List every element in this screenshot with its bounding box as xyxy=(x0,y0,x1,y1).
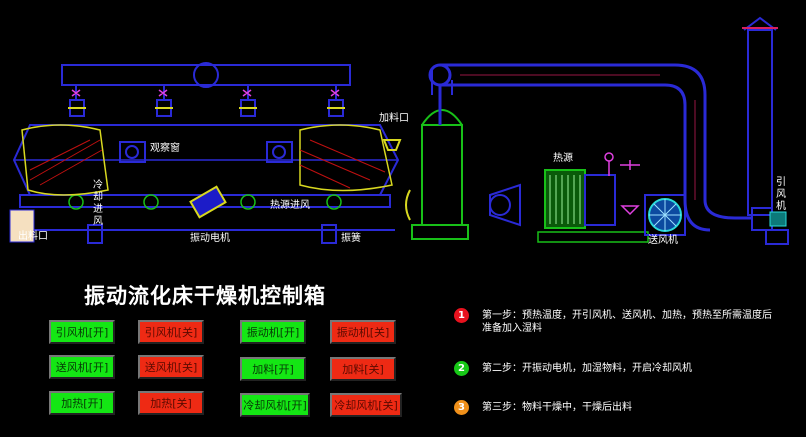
exhaust-fan-on-button[interactable]: 引风机[开] xyxy=(49,320,115,344)
feed-on-button[interactable]: 加料[开] xyxy=(240,357,306,381)
label-blower: 送风机 xyxy=(648,233,678,246)
step-1-text: 第一步：预热温度，开引风机、送风机、加热，预热至所需温度后准备加入湿料 xyxy=(482,310,772,334)
label-cool-inlet-2: 却 xyxy=(93,191,103,203)
label-outlet: 出料口 xyxy=(18,229,48,242)
step-2-text: 第二步：开振动电机，加湿物料，开启冷却风机 xyxy=(482,363,692,374)
exhaust-fan-off-button[interactable]: 引风机[关] xyxy=(138,320,204,344)
label-cool-inlet-3: 进 xyxy=(93,203,103,215)
vibration-motor xyxy=(189,185,227,219)
step-2-badge: 2 xyxy=(454,361,469,376)
label-exhaust-fan-2: 风 xyxy=(776,188,786,200)
heat-exchanger xyxy=(489,169,649,243)
label-spring: 振簧 xyxy=(341,231,361,244)
label-cool-inlet-4: 风 xyxy=(93,215,103,227)
label-feed: 加料口 xyxy=(379,111,409,124)
outlet-hopper xyxy=(9,209,35,243)
blower-fan xyxy=(644,194,686,236)
step-1-badge: 1 xyxy=(454,308,469,323)
cooling-fan-on-button[interactable]: 冷却风机[开] xyxy=(240,393,310,417)
heater-on-button[interactable]: 加热[开] xyxy=(49,391,115,415)
label-motor: 振动电机 xyxy=(190,231,230,244)
feed-hopper xyxy=(382,139,402,151)
cooling-fan-off-button[interactable]: 冷却风机[关] xyxy=(330,393,402,417)
top-manifold xyxy=(61,62,351,117)
blower-off-button[interactable]: 送风机[关] xyxy=(138,355,204,379)
feed-off-button[interactable]: 加料[关] xyxy=(330,357,396,381)
hoods xyxy=(21,124,393,196)
duct-shading xyxy=(460,74,696,200)
label-heat-inlet: 热源进风 xyxy=(270,198,310,211)
dryer-process-diagram: 观察窗 热源进风 冷 却 进 风 振动电机 振簧 出料口 加料口 热源 送风机 … xyxy=(9,16,789,246)
vibrator-off-button[interactable]: 振动机[关] xyxy=(330,320,396,344)
label-exhaust-fan-1: 引 xyxy=(776,176,786,188)
heater-off-button[interactable]: 加热[关] xyxy=(138,391,204,415)
manifold-valves xyxy=(71,89,340,97)
panel-title: 振动流化床干燥机控制箱 xyxy=(84,284,326,308)
air-duct xyxy=(428,63,752,232)
gas-valves xyxy=(604,152,640,216)
blower-on-button[interactable]: 送风机[开] xyxy=(49,355,115,379)
vibrator-on-button[interactable]: 振动机[开] xyxy=(240,320,306,344)
exhaust-fan xyxy=(751,207,789,245)
step-3-badge: 3 xyxy=(454,400,469,415)
label-exhaust-fan-3: 机 xyxy=(776,199,786,212)
step-3-text: 第三步：物料干燥中，干燥后出料 xyxy=(482,402,632,413)
label-cool-inlet-1: 冷 xyxy=(93,178,103,191)
label-observe-window: 观察窗 xyxy=(150,141,180,154)
fluid-bed-body xyxy=(10,124,400,244)
hood-hatching xyxy=(29,139,386,189)
label-heat-source: 热源 xyxy=(553,151,573,164)
cyclone-column xyxy=(405,70,469,240)
exhaust-stack xyxy=(742,16,778,216)
